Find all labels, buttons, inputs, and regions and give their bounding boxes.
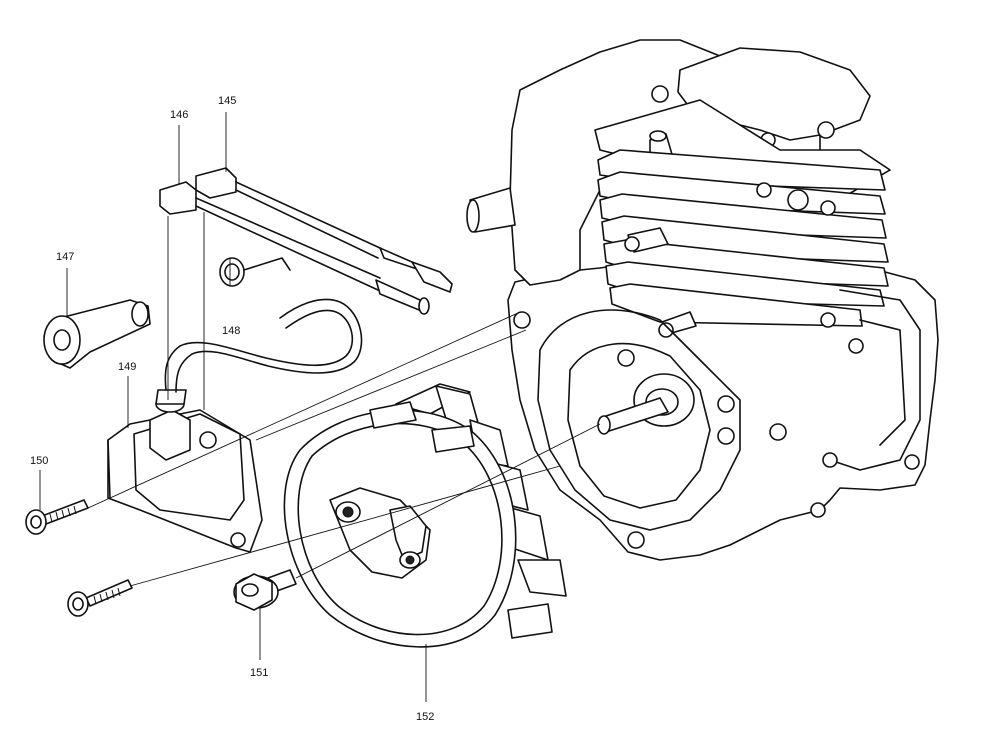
screw-lower xyxy=(67,579,133,617)
callout-151: 151 xyxy=(250,667,269,679)
leader-lines xyxy=(39,112,601,702)
callout-152: 152 xyxy=(416,711,435,723)
flywheel xyxy=(283,383,567,648)
callout-148: 148 xyxy=(222,325,241,337)
callout-147: 147 xyxy=(56,251,75,263)
spark-plug-cap xyxy=(43,299,151,369)
callout-150: 150 xyxy=(30,455,49,467)
callout-149: 149 xyxy=(118,361,137,373)
spring-clip xyxy=(219,257,291,287)
callout-145: 145 xyxy=(218,95,237,107)
screw-150 xyxy=(25,499,89,535)
cylinder-fins xyxy=(597,149,889,327)
ignition-coil xyxy=(107,298,363,553)
callout-146: 146 xyxy=(170,109,189,121)
ignition-leads xyxy=(159,167,453,315)
flywheel-nut xyxy=(233,569,297,611)
engine-assembly xyxy=(466,39,939,561)
